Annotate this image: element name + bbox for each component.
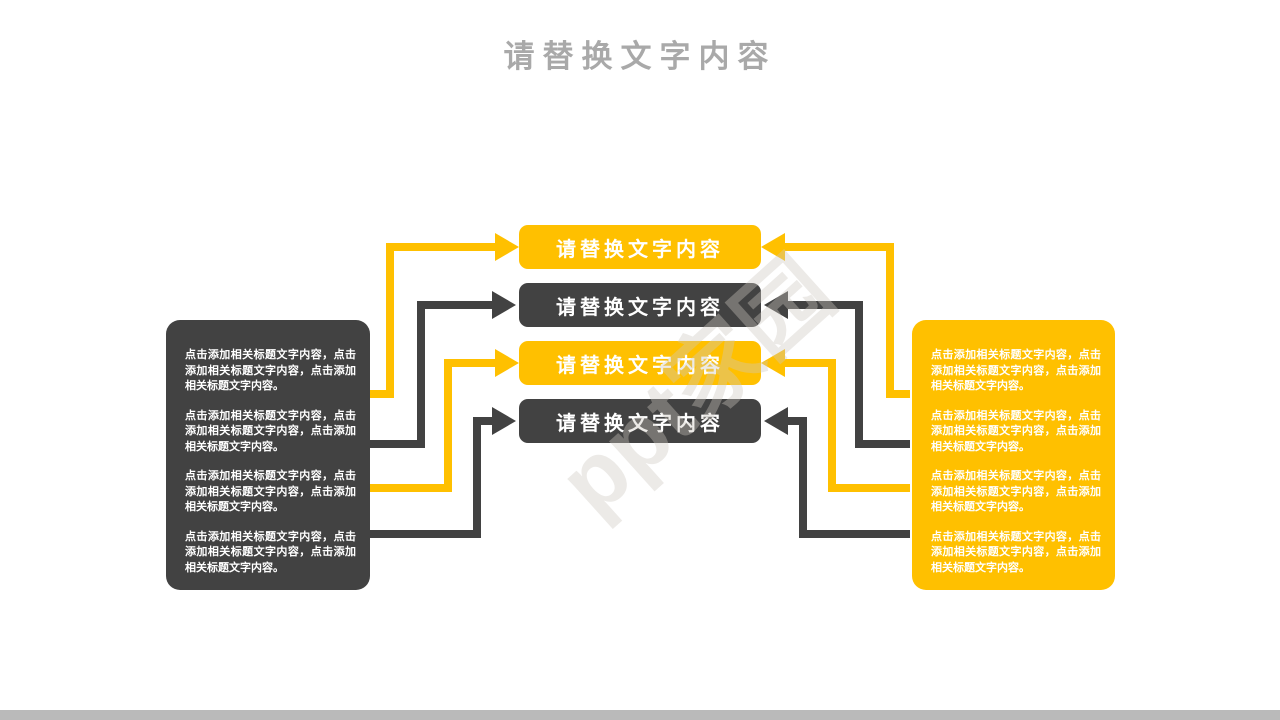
- connector-segment: [799, 417, 807, 538]
- panel-paragraph: 点击添加相关标题文字内容，点击添加相关标题文字内容，点击添加相关标题文字内容。: [931, 470, 1101, 513]
- panel-paragraph: 点击添加相关标题文字内容，点击添加相关标题文字内容，点击添加相关标题文字内容。: [185, 470, 356, 513]
- connector-segment: [785, 359, 836, 367]
- center-box-2: 请替换文字内容: [519, 283, 761, 327]
- center-box-3: 请替换文字内容: [519, 341, 761, 385]
- connector-segment: [370, 390, 394, 398]
- connector-segment: [370, 530, 481, 538]
- connector-segment: [444, 359, 452, 492]
- connector-segment: [828, 359, 836, 492]
- connector-segment: [370, 484, 452, 492]
- right-text-panel: 点击添加相关标题文字内容，点击添加相关标题文字内容，点击添加相关标题文字内容。 …: [912, 320, 1115, 590]
- connector-segment: [886, 243, 894, 398]
- panel-paragraph: 点击添加相关标题文字内容，点击添加相关标题文字内容，点击添加相关标题文字内容。: [931, 409, 1101, 453]
- connector-arrowhead-icon: [764, 407, 788, 435]
- connector-segment: [417, 301, 492, 309]
- left-text-panel: 点击添加相关标题文字内容，点击添加相关标题文字内容，点击添加相关标题文字内容。 …: [166, 320, 370, 590]
- connector-segment: [855, 301, 863, 448]
- connector-arrowhead-icon: [495, 349, 519, 377]
- connector-segment: [855, 440, 910, 448]
- center-box-label: 请替换文字内容: [556, 354, 724, 377]
- center-box-4: 请替换文字内容: [519, 399, 761, 443]
- connector-segment: [785, 243, 894, 251]
- connector-segment: [886, 390, 910, 398]
- center-box-label: 请替换文字内容: [556, 412, 724, 435]
- connector-segment: [799, 530, 910, 538]
- connector-segment: [444, 359, 495, 367]
- connector-arrowhead-icon: [764, 291, 788, 319]
- connector-segment: [473, 417, 481, 538]
- center-box-1: 请替换文字内容: [519, 225, 761, 269]
- connector-segment: [386, 243, 495, 251]
- panel-paragraph: 点击添加相关标题文字内容，点击添加相关标题文字内容，点击添加相关标题文字内容。: [185, 530, 356, 574]
- connector-segment: [788, 417, 807, 425]
- panel-paragraph: 点击添加相关标题文字内容，点击添加相关标题文字内容，点击添加相关标题文字内容。: [185, 409, 356, 453]
- connector-arrowhead-icon: [761, 349, 785, 377]
- slide-title: 请替换文字内容: [503, 39, 777, 74]
- connector-arrowhead-icon: [761, 233, 785, 261]
- connector-segment: [473, 417, 492, 425]
- footer-bar: [0, 710, 1280, 720]
- connector-arrowhead-icon: [492, 407, 516, 435]
- center-box-label: 请替换文字内容: [556, 296, 724, 319]
- connector-segment: [828, 484, 910, 492]
- panel-paragraph: 点击添加相关标题文字内容，点击添加相关标题文字内容，点击添加相关标题文字内容。: [931, 530, 1101, 574]
- center-box-label: 请替换文字内容: [556, 238, 724, 261]
- connector-arrowhead-icon: [495, 233, 519, 261]
- panel-paragraph: 点击添加相关标题文字内容，点击添加相关标题文字内容，点击添加相关标题文字内容。: [931, 349, 1101, 392]
- connector-arrowhead-icon: [492, 291, 516, 319]
- connector-segment: [386, 243, 394, 398]
- panel-paragraph: 点击添加相关标题文字内容，点击添加相关标题文字内容，点击添加相关标题文字内容。: [185, 349, 356, 392]
- connector-segment: [417, 301, 425, 448]
- connector-segment: [788, 301, 863, 309]
- connector-segment: [370, 440, 425, 448]
